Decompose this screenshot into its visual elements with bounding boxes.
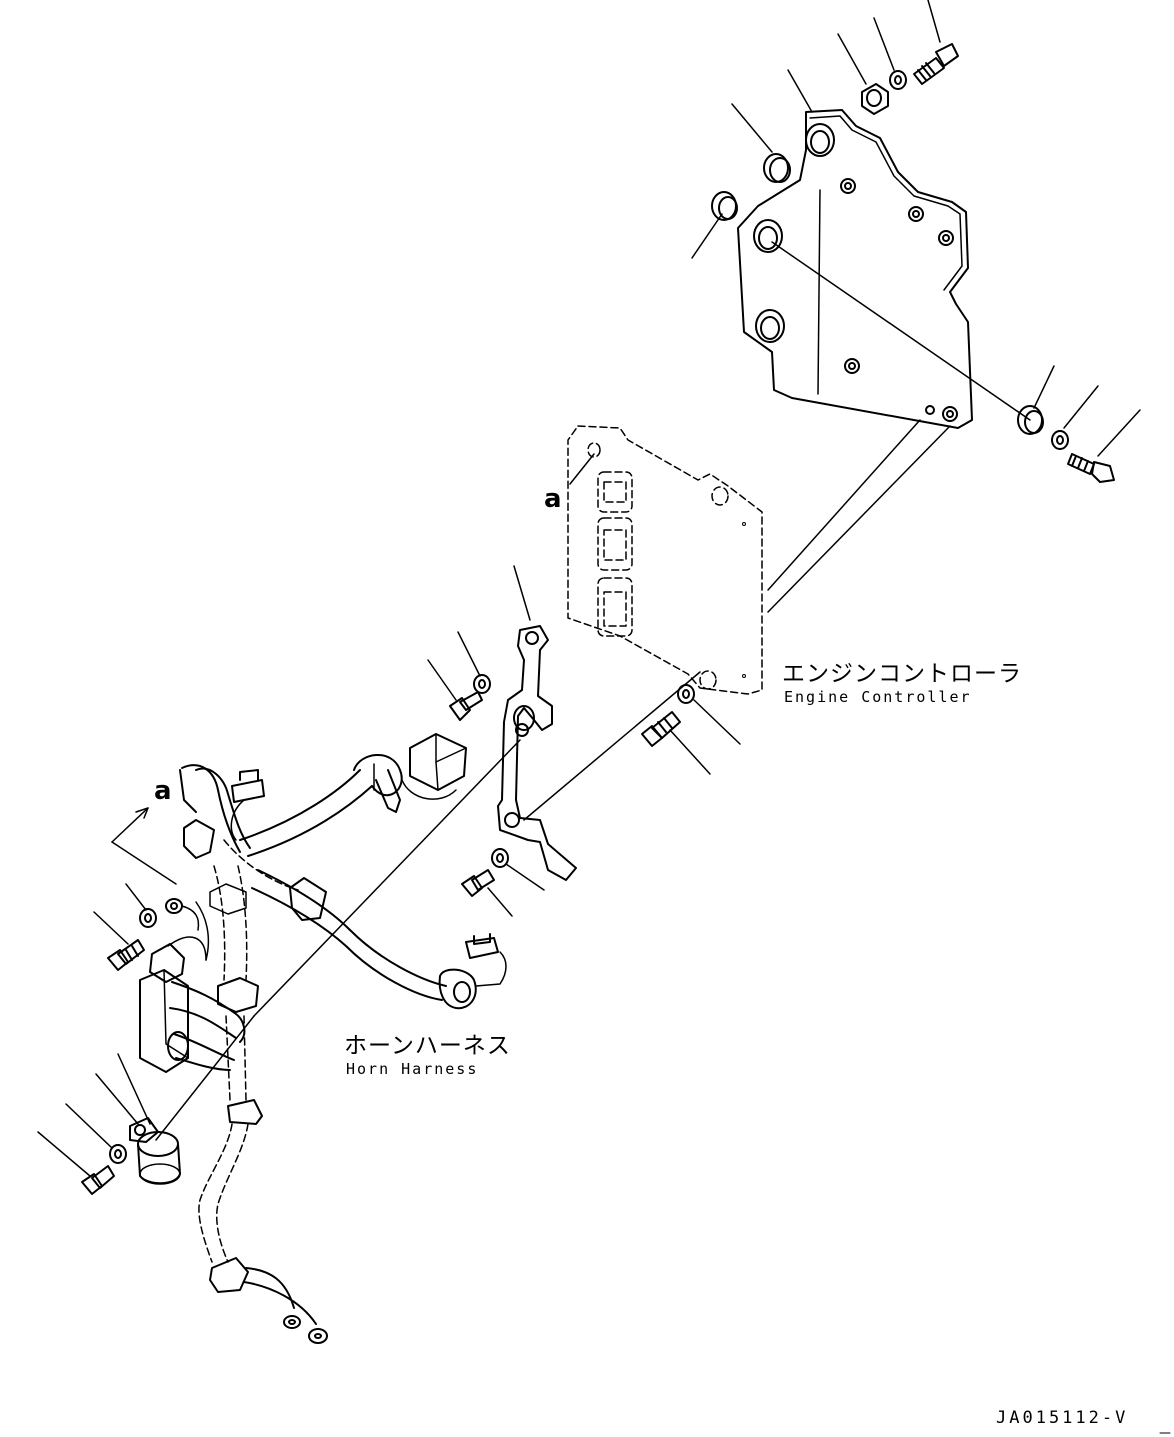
engine-controller-unit bbox=[567, 425, 763, 695]
bolt-clamp-lower bbox=[461, 869, 495, 897]
leader-lines-middle bbox=[253, 565, 741, 1017]
leader-lines-upper bbox=[691, 0, 1141, 457]
nut-top-right bbox=[861, 83, 889, 115]
bolt-right bbox=[1067, 453, 1115, 483]
alignment-lines bbox=[767, 419, 951, 613]
bolt-bottom-left bbox=[81, 1165, 115, 1195]
bracket-hole-upper bbox=[753, 219, 783, 253]
grommet-top bbox=[763, 153, 791, 183]
horn-harness-label-jp: ホーンハーネス bbox=[344, 1033, 511, 1059]
washer-bottom-left bbox=[109, 1144, 127, 1164]
washer-clamp-upper bbox=[473, 674, 491, 694]
clamp-bracket-bottom bbox=[129, 1117, 159, 1143]
controller-mounting-bracket bbox=[737, 109, 973, 429]
bolt-top-right bbox=[913, 43, 959, 85]
engine-controller-marks bbox=[742, 522, 746, 678]
grommet-right bbox=[1017, 405, 1044, 435]
harness-clamp-bracket bbox=[497, 625, 577, 881]
horn-harness-label-en: Horn Harness bbox=[346, 1060, 479, 1078]
reference-a-controller: a bbox=[544, 484, 562, 514]
engine-controller-label-jp: エンジンコントローラ bbox=[782, 661, 1022, 687]
bracket-hole-top bbox=[805, 123, 835, 157]
bolt-harness-left bbox=[107, 939, 145, 971]
collar-bottom bbox=[137, 1131, 181, 1185]
washer-controller-lower bbox=[677, 684, 695, 704]
washer-top-right bbox=[889, 70, 907, 90]
grommet-left bbox=[711, 191, 738, 221]
bracket-hole-lower bbox=[755, 309, 785, 343]
reference-a-harness: a bbox=[154, 776, 172, 806]
washer-right bbox=[1051, 430, 1069, 450]
washer-harness-left bbox=[139, 908, 157, 928]
bolt-clamp-upper bbox=[449, 691, 483, 721]
drawing-code: JA015112-V bbox=[996, 1408, 1129, 1428]
engine-controller-label-en: Engine Controller bbox=[784, 688, 972, 706]
leader-lines-lower bbox=[37, 807, 255, 1177]
washer-clamp-lower bbox=[491, 848, 509, 868]
ref-a-leader-top bbox=[569, 453, 595, 485]
horn-harness bbox=[139, 733, 507, 1344]
bolt-controller-lower bbox=[641, 711, 681, 747]
